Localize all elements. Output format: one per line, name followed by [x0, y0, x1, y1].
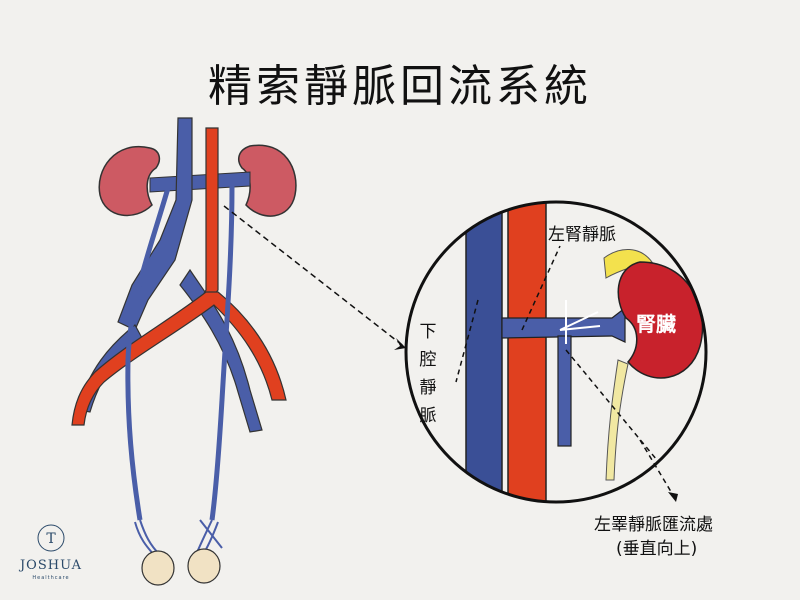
aorta-overview	[198, 127, 219, 301]
adrenal-gland-zoom	[603, 249, 653, 279]
ureter-zoom	[605, 359, 629, 481]
right-testis-overview	[187, 548, 221, 584]
left-testicular-vein-zoom	[557, 335, 572, 447]
drainage-label: 左睪靜脈匯流處	[594, 515, 713, 535]
left-renal-vein-zoom	[501, 306, 626, 343]
ivc-zoom	[465, 202, 503, 502]
brand-logo: JOSHUA Healthcare	[10, 518, 92, 600]
drain-leader-ext	[639, 439, 677, 501]
kidney-label: 腎臟	[636, 312, 676, 336]
page-title: 精索靜脈回流系統	[208, 61, 592, 112]
zoom-circle	[404, 200, 708, 504]
brand-name: JOSHUA	[19, 558, 83, 573]
zoom-leader-arrowhead	[394, 338, 406, 350]
drainage-sub-label: (垂直向上)	[616, 539, 698, 559]
renal-veins-overview	[149, 171, 251, 193]
right-kidney-overview	[237, 144, 297, 217]
left-testis-overview	[141, 550, 175, 586]
left-gonadal-vein-overview	[125, 187, 171, 521]
aorta-zoom	[507, 202, 547, 502]
zoom-leader-line	[223, 205, 407, 349]
zoom-content	[406, 202, 706, 502]
ivc-label: 下腔靜脈	[419, 322, 437, 426]
drain-arrowhead	[668, 492, 678, 502]
logo-glyph: T	[46, 531, 56, 547]
right-gonadal-vein-overview	[209, 185, 235, 521]
flow-arrows	[559, 300, 601, 344]
left-renal-vein-label: 左腎靜脈	[548, 225, 616, 245]
logo-mark	[37, 524, 65, 552]
brand-sub: Healthcare	[32, 575, 70, 581]
renal-vein-leader	[521, 245, 561, 331]
left-kidney-overview	[98, 145, 161, 217]
